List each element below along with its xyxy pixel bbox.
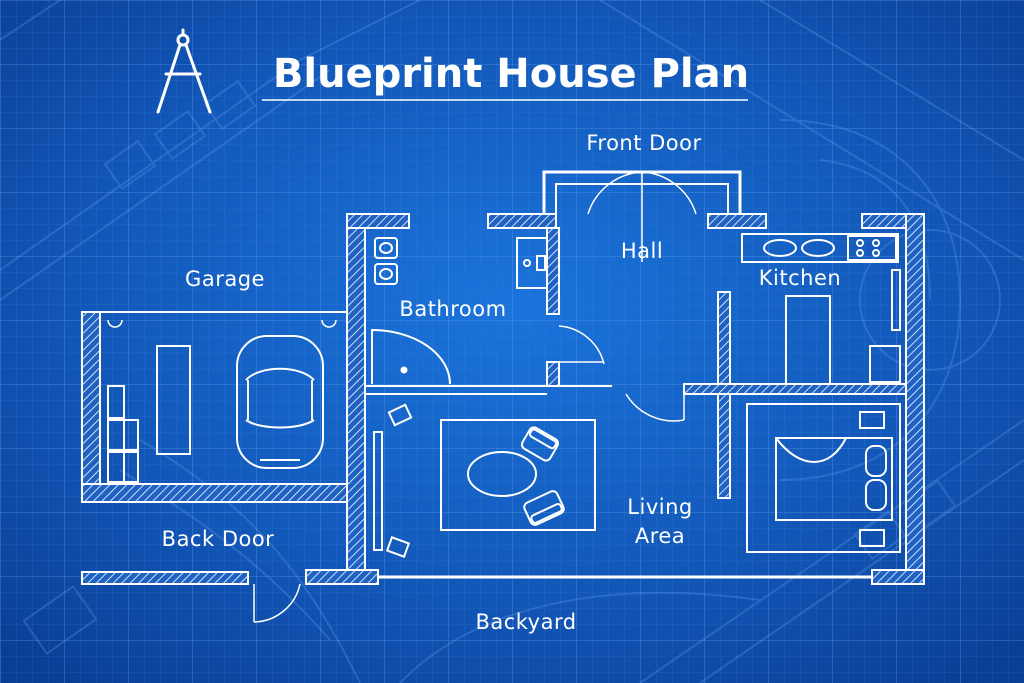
label-back-door: Back Door	[162, 527, 275, 551]
label-backyard: Backyard	[475, 610, 576, 634]
drafting-compass-icon	[156, 28, 212, 114]
label-kitchen: Kitchen	[759, 266, 841, 290]
page-title: Blueprint House Plan	[273, 51, 749, 97]
label-bathroom: Bathroom	[399, 297, 506, 321]
furniture	[107, 233, 901, 558]
living-area-furniture	[373, 403, 596, 558]
label-front-door: Front Door	[586, 131, 701, 155]
garage-light-left	[107, 319, 123, 328]
walls	[81, 170, 925, 585]
kitchen-fixtures	[741, 233, 901, 385]
garage-shelves	[107, 385, 139, 483]
garage-light-right	[321, 319, 337, 328]
label-living-area-line2: Area	[635, 524, 685, 548]
room-labels: Front Door Hall Garage Bathroom Kitchen …	[162, 131, 841, 634]
bathroom-fixtures	[371, 237, 548, 385]
bedroom-furniture	[746, 403, 901, 553]
label-living-area-line1: Living	[627, 495, 692, 519]
label-hall: Hall	[621, 239, 663, 263]
garage-car	[236, 335, 324, 469]
garage-workbench	[156, 345, 191, 455]
label-garage: Garage	[185, 267, 265, 291]
doors	[253, 171, 697, 623]
